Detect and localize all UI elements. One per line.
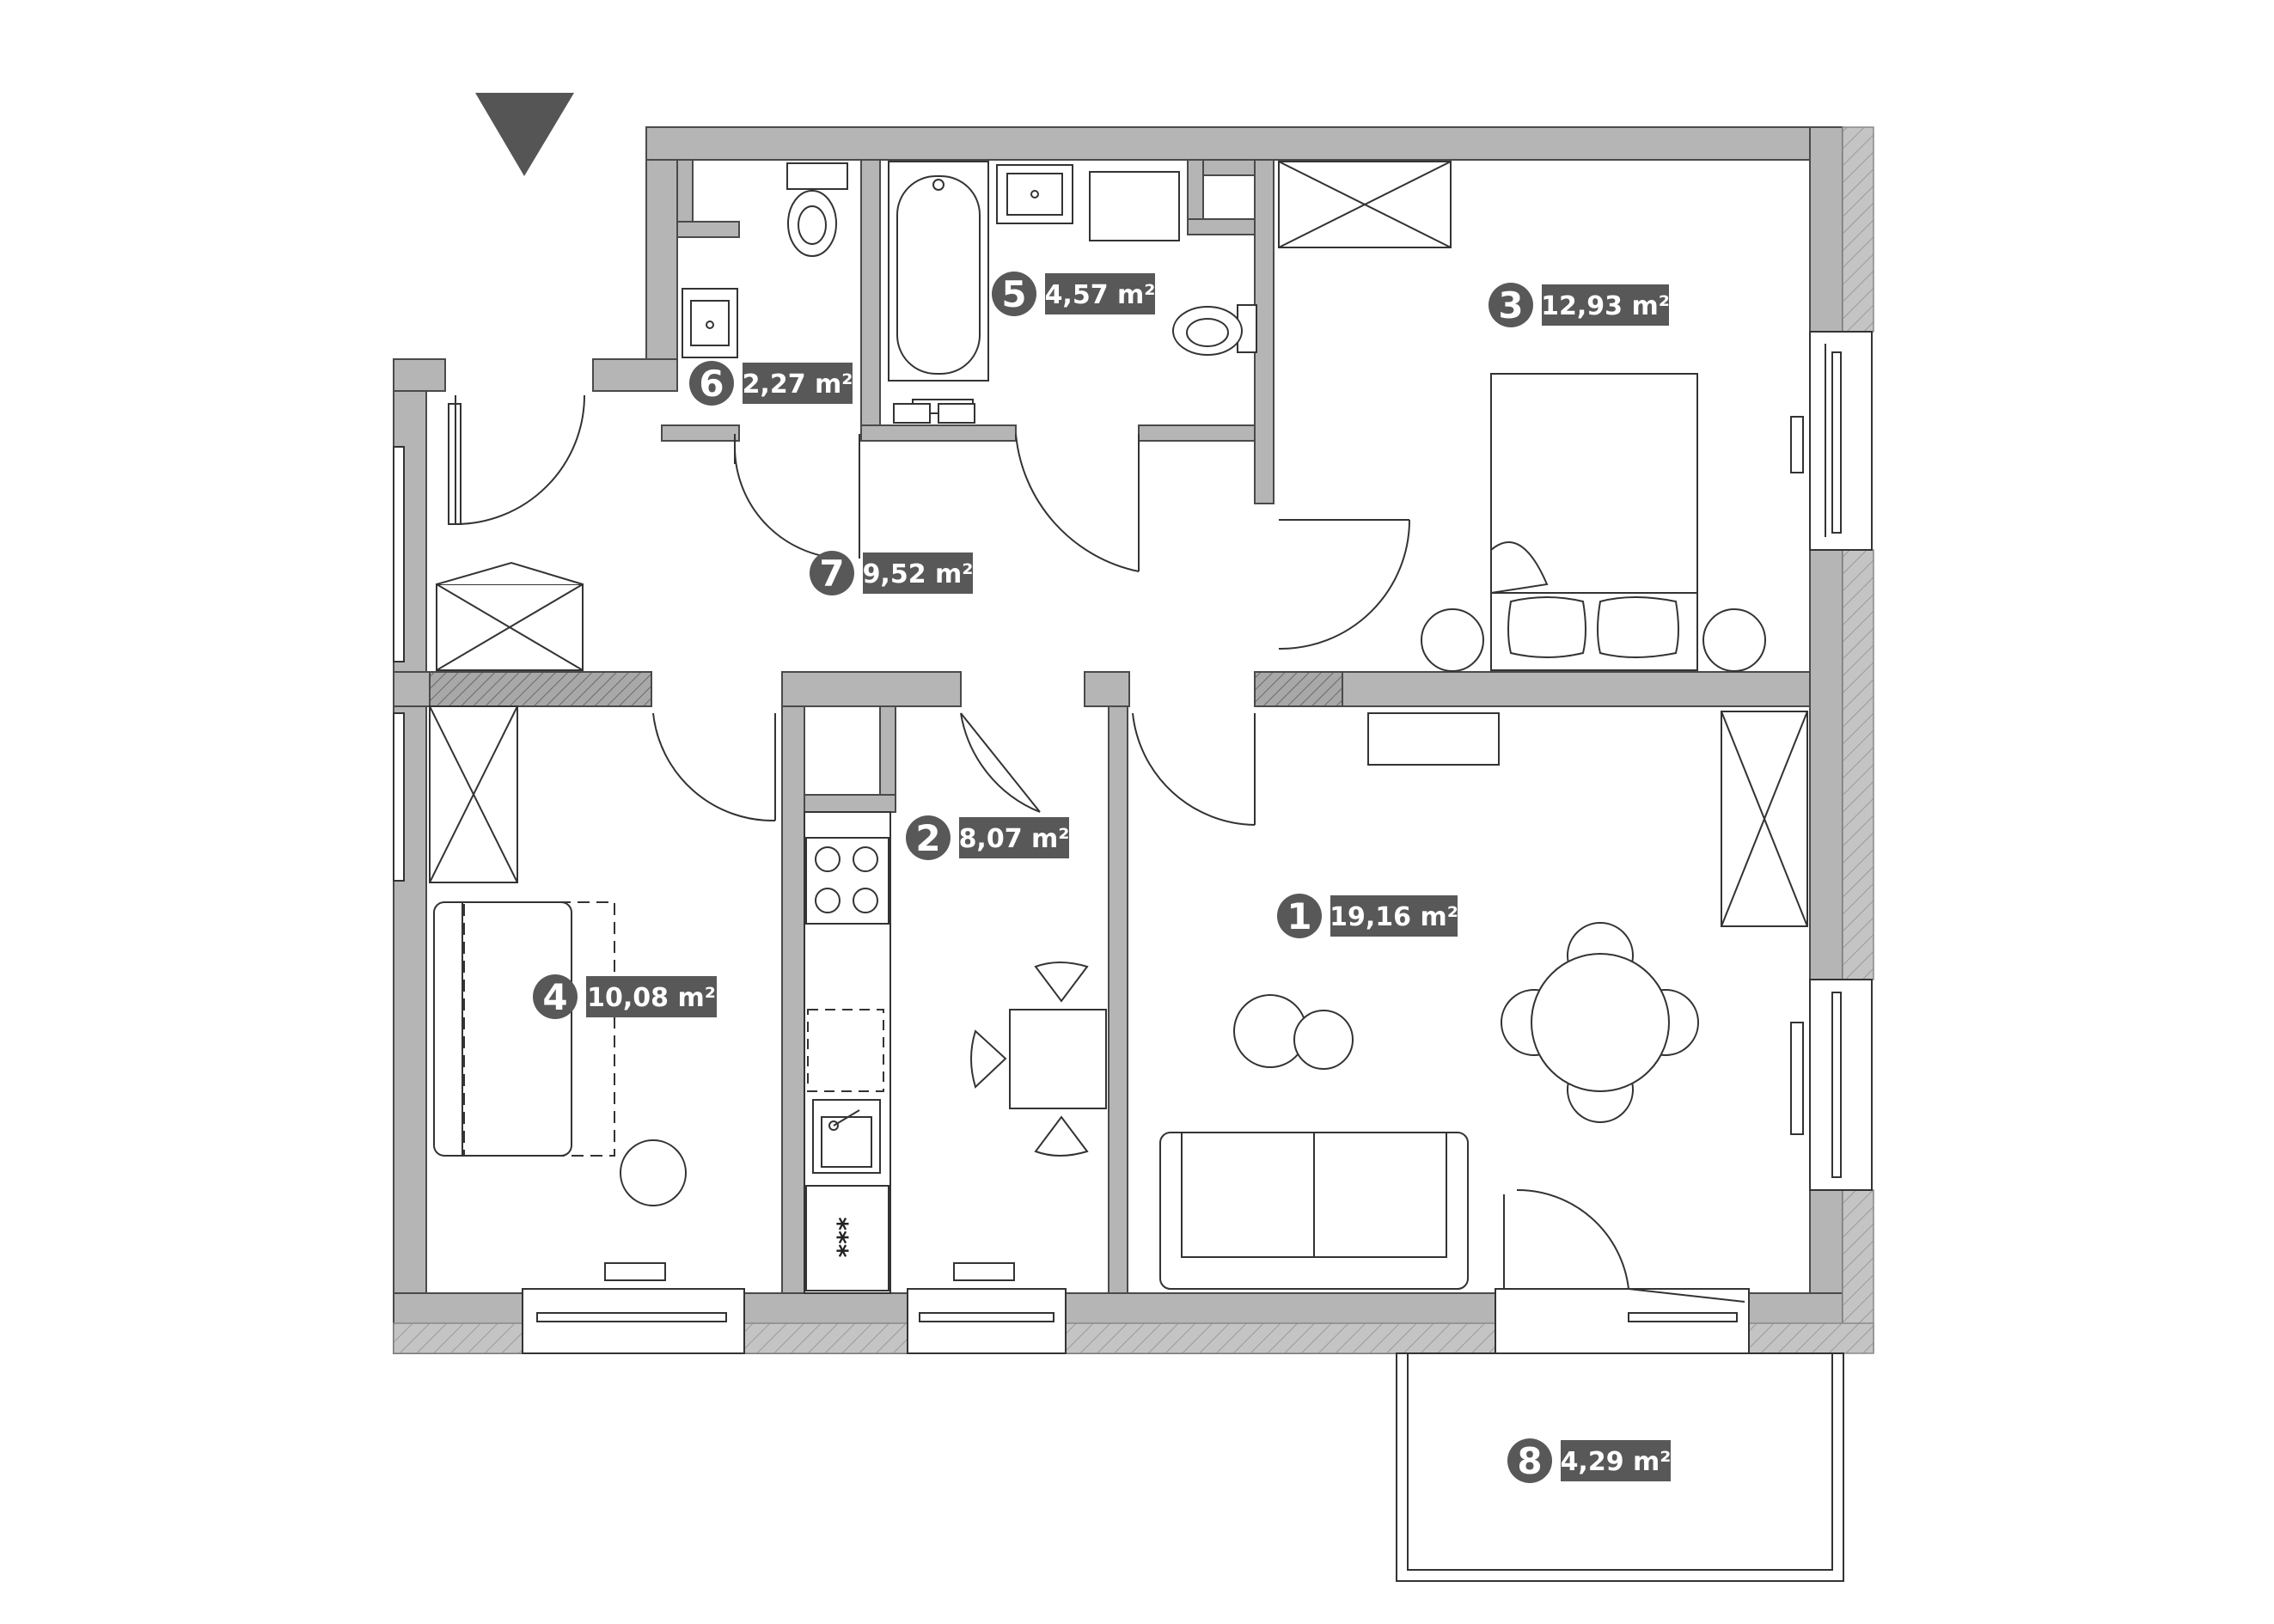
area-badge	[1561, 1440, 1671, 1481]
room-area: 9,52 m²	[863, 559, 974, 589]
room-number-badge	[810, 551, 854, 595]
area-badge	[743, 363, 853, 404]
area-badge	[586, 976, 717, 1017]
room-area: 4,57 m²	[1045, 280, 1156, 310]
room-number-badge	[533, 974, 578, 1019]
room-area: 12,93 m²	[1541, 291, 1670, 321]
structural-column	[429, 671, 652, 707]
room-area: 8,07 m²	[959, 824, 1070, 854]
room-number-badge	[1277, 894, 1322, 938]
entrance-marker-icon	[475, 93, 574, 176]
room-number: 5	[1001, 273, 1026, 315]
room-label-1: 1 19,16 m²	[1277, 894, 1458, 938]
room-number-badge	[1507, 1438, 1552, 1483]
structural-column	[1254, 671, 1343, 707]
pouf	[1293, 1010, 1354, 1070]
chair	[1034, 1115, 1089, 1157]
room-label-6: 6 2,27 m²	[689, 361, 853, 406]
oven-marking: ***	[833, 1217, 863, 1257]
side-table	[620, 1139, 687, 1206]
area-badge	[959, 817, 1069, 858]
area-badge	[1045, 273, 1155, 314]
area-badge	[863, 553, 973, 594]
room-number: 1	[1287, 895, 1311, 937]
room-number: 4	[542, 976, 567, 1018]
room-area: 2,27 m²	[743, 369, 853, 400]
area-badge	[1330, 895, 1458, 937]
dishwasher	[807, 1009, 884, 1092]
pillow	[1597, 596, 1679, 658]
windows	[393, 331, 1873, 1354]
room-number: 3	[1498, 284, 1523, 327]
nightstand	[1702, 608, 1766, 672]
room-number-badge	[906, 815, 951, 860]
room-label-4: 4 10,08 m²	[533, 974, 717, 1019]
room-number-badge	[689, 361, 734, 406]
washing-machine	[1089, 171, 1180, 241]
sofa	[433, 901, 572, 1157]
room-label-3: 3 12,93 m²	[1488, 283, 1670, 327]
room-label-5: 5 4,57 m²	[992, 272, 1155, 316]
room-number: 8	[1517, 1440, 1542, 1482]
area-badge	[1542, 284, 1669, 326]
room-area: 19,16 m²	[1330, 902, 1458, 932]
dining-table	[1009, 1009, 1107, 1109]
room-number-badge	[1488, 283, 1533, 327]
room-number: 7	[819, 553, 844, 595]
room-label-8: 8 4,29 m²	[1507, 1438, 1671, 1483]
oven	[805, 1185, 889, 1291]
furniture	[429, 161, 1844, 1582]
room-area: 10,08 m²	[587, 983, 716, 1013]
pillow	[1507, 596, 1586, 658]
chair	[970, 1029, 1007, 1089]
room-number-badge	[992, 272, 1036, 316]
rug	[463, 901, 615, 1157]
room-area: 4,29 m²	[1561, 1447, 1672, 1477]
wc-toilet	[786, 162, 848, 190]
nightstand	[1421, 608, 1484, 672]
room-number: 6	[699, 363, 724, 405]
room-label-2: 2 8,07 m²	[906, 815, 1069, 860]
doors	[455, 394, 1745, 1303]
room-labels: 1 19,16 m² 2 8,07 m² 3 12,93 m² 4 10,08 m² 5 4,57…	[533, 272, 1671, 1483]
chair	[1034, 962, 1089, 1003]
room-label-7: 7 9,52 m²	[810, 551, 973, 595]
room-number: 2	[915, 817, 940, 859]
